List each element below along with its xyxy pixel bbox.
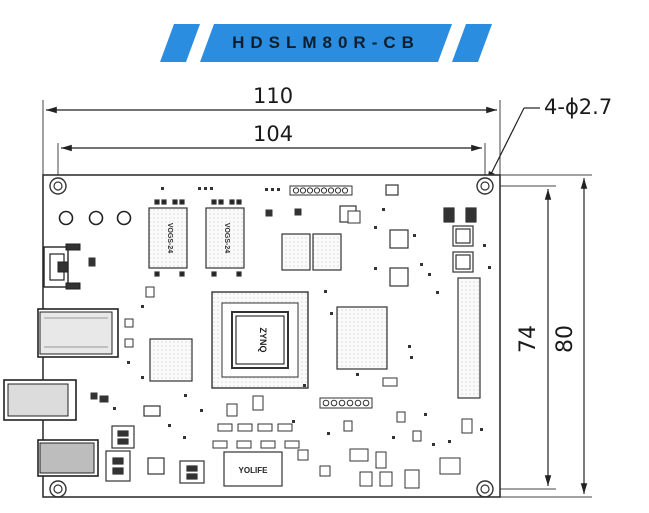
logo-box xyxy=(223,451,283,487)
power-ic-small-a xyxy=(281,233,311,271)
round-pads xyxy=(58,210,132,226)
dim-label-74: 74 xyxy=(516,325,541,353)
dim-label-hole-callout: 4-ϕ2.7 xyxy=(544,95,613,119)
smd-dots xyxy=(113,187,491,446)
passive-parts xyxy=(88,208,473,489)
power-ic xyxy=(149,338,193,382)
square-component xyxy=(147,457,165,475)
mounting-holes xyxy=(49,177,494,498)
processor-chip xyxy=(336,306,388,370)
power-connector xyxy=(37,439,99,477)
left-connectors xyxy=(3,243,119,477)
mounting-hole-top-left xyxy=(49,177,67,195)
ethernet-connector xyxy=(3,379,77,421)
memory-chips xyxy=(148,199,245,277)
memory-chip-right xyxy=(205,207,245,269)
sd-card-connector xyxy=(37,308,119,358)
banner-right-stripe xyxy=(452,24,492,62)
dim-label-110: 110 xyxy=(253,84,294,108)
mounting-hole-top-right xyxy=(476,177,494,195)
memory-chip-right-marking: VOGS-24 xyxy=(223,223,230,253)
model-banner: HDSLM80R-CB xyxy=(160,24,492,62)
dimension-lines xyxy=(46,106,588,494)
fpga-die xyxy=(231,311,289,369)
bottom-jst-connectors xyxy=(105,405,205,484)
banner-left-stripe xyxy=(160,24,200,62)
power-ic-small-b xyxy=(312,233,342,271)
memory-chip-left xyxy=(148,207,188,269)
model-title: HDSLM80R-CB xyxy=(232,33,420,52)
banner-center-band xyxy=(200,24,452,62)
mounting-hole-bottom-right xyxy=(476,480,494,498)
jst-connector-2 xyxy=(105,450,131,482)
header-middle xyxy=(319,397,373,409)
extension-lines xyxy=(42,100,592,498)
header-top xyxy=(289,185,353,196)
micro-usb-connector xyxy=(43,243,81,290)
jst-connector-3 xyxy=(179,460,205,484)
jst-connector-1 xyxy=(111,425,135,449)
fpga-marking: ZYNQ xyxy=(258,327,268,352)
hole-callout-leader xyxy=(486,107,540,183)
memory-chip-left-marking: VOGS-24 xyxy=(166,223,173,253)
logo-text: YOLIFE xyxy=(239,466,269,475)
oscillator xyxy=(143,405,161,417)
dim-label-80: 80 xyxy=(553,325,578,353)
dim-label-104: 104 xyxy=(253,122,294,146)
mounting-hole-bottom-left xyxy=(49,480,67,498)
right-edge-connector xyxy=(457,277,481,399)
fpga-package xyxy=(211,291,309,389)
